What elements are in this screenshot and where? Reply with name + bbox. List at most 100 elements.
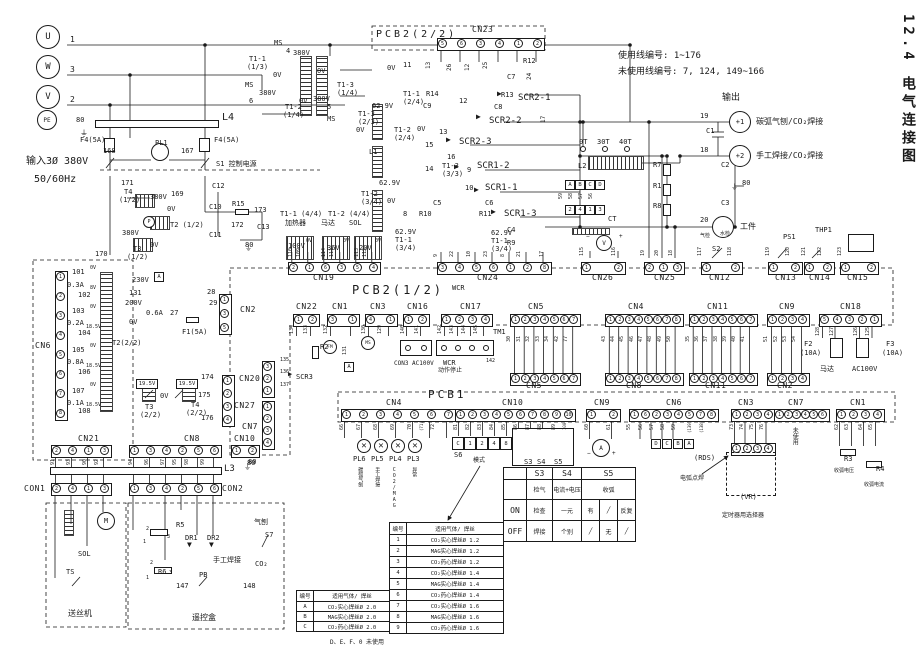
diagram-label: F2 [804, 340, 813, 348]
pin-3: 3 [480, 410, 489, 419]
pin-1: 1 [837, 410, 846, 419]
diagram-label: 13 [439, 128, 448, 136]
table-cell: 检气 [526, 479, 553, 500]
diagram-label: (3/3) [442, 170, 464, 178]
diagram-label: 遥控盒 [192, 613, 216, 622]
diagram-label: 47 [638, 335, 644, 342]
diagram-label: 2 [150, 560, 154, 566]
table-cell: 6 [389, 589, 407, 601]
diagram-label: 18 [700, 146, 709, 154]
coil-icon [286, 236, 314, 260]
diagram-label: (1/2) [127, 253, 149, 261]
box-B: B [673, 439, 683, 449]
diagram-label: 0.6A [146, 309, 163, 317]
diagram-label: 144 [461, 324, 467, 334]
coil-icon [316, 56, 328, 116]
symbol-node [712, 216, 734, 238]
diagram-label: 8V [90, 285, 97, 291]
diagram-label: 120 [785, 246, 791, 256]
pin-2: 2 [223, 389, 232, 398]
connector-name-CN26: CN26 [592, 273, 614, 282]
diagram-label: (VR) [740, 493, 757, 501]
diagram-label: 56 [588, 192, 594, 199]
diagram-label: ▶ [497, 89, 502, 98]
connector-name-CN8: CN8 [184, 434, 200, 443]
pin-2: 2 [731, 263, 740, 272]
box [150, 529, 168, 536]
table-cell: ╱ [581, 520, 600, 542]
diagram-label: (2/4) [403, 98, 425, 106]
box-B: B [575, 180, 585, 190]
coil-icon [372, 146, 383, 178]
diagram-label: 17 [539, 250, 545, 257]
diagram-label: 105 [72, 346, 85, 354]
symbol-node [421, 345, 427, 351]
pin-5: 5 [809, 410, 819, 419]
coil-icon [354, 236, 382, 260]
pin-1: 1 [606, 315, 615, 324]
diagram-label: 380V [259, 89, 276, 97]
diagram-label: 45 [619, 335, 625, 342]
diagram-label: C1 [706, 127, 715, 135]
diagram-label: T1-1 (4/4) [280, 210, 323, 218]
diagram-label: PL5 [371, 455, 384, 463]
diagram-label: 18.5V [86, 324, 102, 330]
diagram-label: 50/60Hz [34, 174, 77, 185]
diagram-label: 65 [868, 423, 874, 430]
pin-2: 2 [778, 374, 787, 383]
pin-2: 2 [56, 291, 65, 301]
diagram-label: 0.1A [67, 399, 84, 407]
diagram-label: T1-2 [394, 126, 411, 134]
diagram-label: 49 [657, 335, 663, 342]
diagram-label: 碳弧气刨 [357, 467, 364, 487]
diagram-label: (1/4) [283, 111, 305, 119]
diagram-label: 31 [516, 335, 522, 342]
diagram-label: 126 [853, 326, 859, 336]
pin-2: 2 [178, 484, 187, 493]
diagram-label: 输出 [722, 93, 741, 103]
diagram-label: D、E、F、0 未使用 [330, 639, 385, 646]
diagram-label: 380V [293, 49, 310, 57]
table-cell: MAG实心焊丝Ø 1.6 [406, 611, 504, 623]
note-unused-wires: 未使用线编号: 7, 124, 149~166 [618, 67, 765, 77]
diagram-label: 0V [150, 241, 159, 249]
diagram-label: 0V [387, 197, 396, 205]
box [663, 164, 671, 176]
diagram-label: 0V [90, 382, 97, 388]
diagram-label: 19 [700, 112, 709, 120]
symbol-node [455, 345, 461, 351]
diagram-label: WCR [452, 284, 465, 292]
pin-1: 1 [56, 272, 65, 281]
diagram-label: 142 [486, 358, 496, 364]
diagram-label: 电弧点焊 [680, 475, 705, 482]
table-cell: 有 [581, 499, 600, 521]
diagram-label: 88 [537, 423, 543, 430]
diagram-label: T3 [133, 245, 142, 253]
pin-5: 5 [643, 374, 653, 383]
diagram-label: 134 [289, 324, 295, 334]
lamp-icon: ✕ [374, 439, 388, 453]
pin-1: 1 [732, 410, 741, 419]
diagram-label: R15 [232, 200, 245, 208]
pin-1: 1 [630, 410, 639, 419]
diagram-label: SCR1-2 [477, 161, 510, 171]
diagram-label: 122 [817, 246, 823, 256]
symbol-V: V [596, 235, 612, 251]
table-cell: CO₂实心焊丝Ø 2.0 [313, 601, 391, 612]
symbol-node [580, 146, 586, 152]
diagram-label: 气刨 [254, 518, 268, 526]
diagram-label: L3 [224, 464, 235, 474]
diagram-label: 200V [125, 299, 142, 307]
diagram-label: 70 [407, 423, 413, 430]
diagram-label: 8 [403, 210, 408, 218]
box-1: 1 [585, 205, 595, 215]
pin-3: 3 [845, 315, 854, 324]
pin-2: 2 [742, 410, 752, 419]
pin-7: 7 [662, 315, 672, 324]
pin-3: 3 [146, 484, 155, 493]
